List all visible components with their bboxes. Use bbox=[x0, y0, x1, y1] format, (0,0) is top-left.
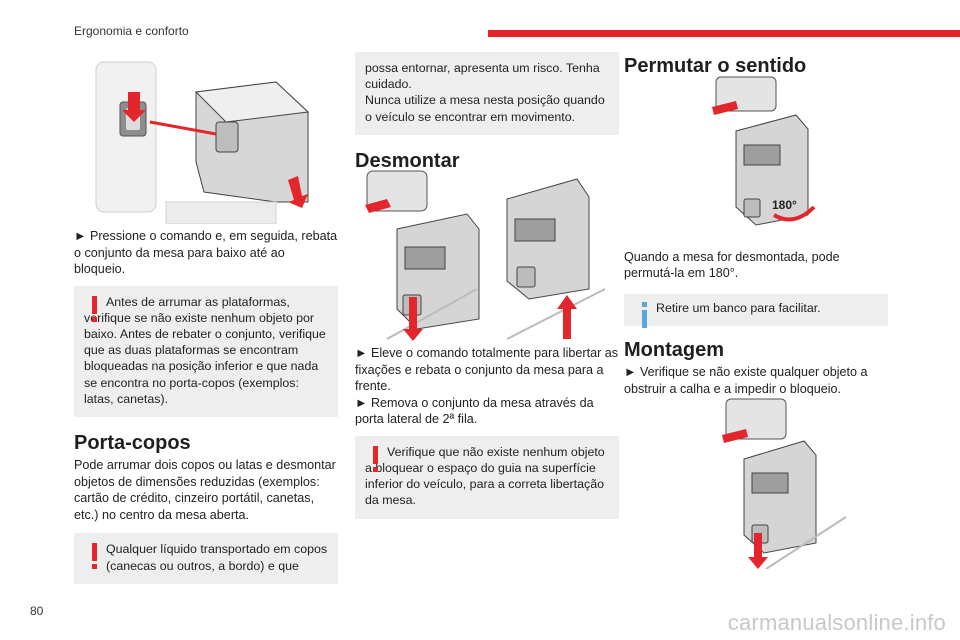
heading-montagem: Montagem bbox=[624, 338, 724, 361]
warning-exclamation-icon bbox=[373, 445, 378, 472]
page-number: 80 bbox=[30, 604, 44, 618]
info-box-banco: Retire um banco para facilitar. bbox=[624, 293, 888, 328]
fold-instruction: ► Pressione o comando e, em seguida, reb… bbox=[74, 229, 338, 276]
warning-box-platforms: Antes de arrumar as plataformas, verifiq… bbox=[74, 285, 338, 417]
header-red-bar bbox=[488, 30, 960, 37]
header-section-title: Ergonomia e conforto bbox=[74, 24, 189, 38]
heading-permutar: Permutar o sentido bbox=[624, 55, 807, 77]
column-1: ► Pressione o comando e, em seguida, reb… bbox=[74, 52, 338, 584]
warning-text-guide: Verifique que não existe nenhum objeto a… bbox=[365, 444, 605, 508]
warning-text-continued: possa entornar, apresenta um risco. Tenh… bbox=[365, 61, 605, 124]
table-fold-illustration bbox=[95, 61, 310, 224]
warning-exclamation-icon bbox=[92, 295, 97, 322]
info-text-banco: Retire um banco para facilitar. bbox=[656, 300, 821, 315]
porta-copos-body: Pode arrumar dois copos ou latas e desmo… bbox=[74, 458, 336, 522]
heading-porta-copos: Porta-copos bbox=[74, 431, 191, 454]
column-3: Permutar o sentido 180° Quando a mesa fo… bbox=[624, 52, 888, 570]
heading-desmontar: Desmontar bbox=[355, 149, 460, 172]
desmontar-step-2: ► Remova o conjunto da mesa através da p… bbox=[355, 395, 594, 427]
warning-box-continued: possa entornar, apresenta um risco. Tenh… bbox=[355, 52, 619, 135]
watermark: carmanualsonline.info bbox=[727, 610, 946, 635]
warning-exclamation-icon bbox=[92, 543, 97, 570]
warning-text-liquid: Qualquer líquido transportado em copos (… bbox=[106, 542, 328, 573]
montagem-step: ► Verifique se não existe qualquer objet… bbox=[624, 365, 868, 396]
rotation-label: 180° bbox=[772, 198, 797, 212]
warning-box-liquid: Qualquer líquido transportado em copos (… bbox=[74, 533, 338, 584]
warning-text-platforms: Antes de arrumar as plataformas, verifiq… bbox=[84, 294, 326, 406]
desmontar-step-1: ► Eleve o comando totalmente para libert… bbox=[355, 346, 619, 394]
permutar-body: Quando a mesa for desmontada, pode permu… bbox=[624, 249, 840, 281]
warning-box-guide: Verifique que não existe nenhum objeto a… bbox=[355, 435, 619, 519]
table-rotation-illustration: 180° bbox=[712, 76, 816, 226]
table-mounting-illustration bbox=[722, 398, 847, 570]
table-removal-illustration bbox=[365, 170, 606, 342]
column-2: possa entornar, apresenta um risco. Tenh… bbox=[355, 52, 619, 519]
info-icon bbox=[642, 301, 647, 328]
